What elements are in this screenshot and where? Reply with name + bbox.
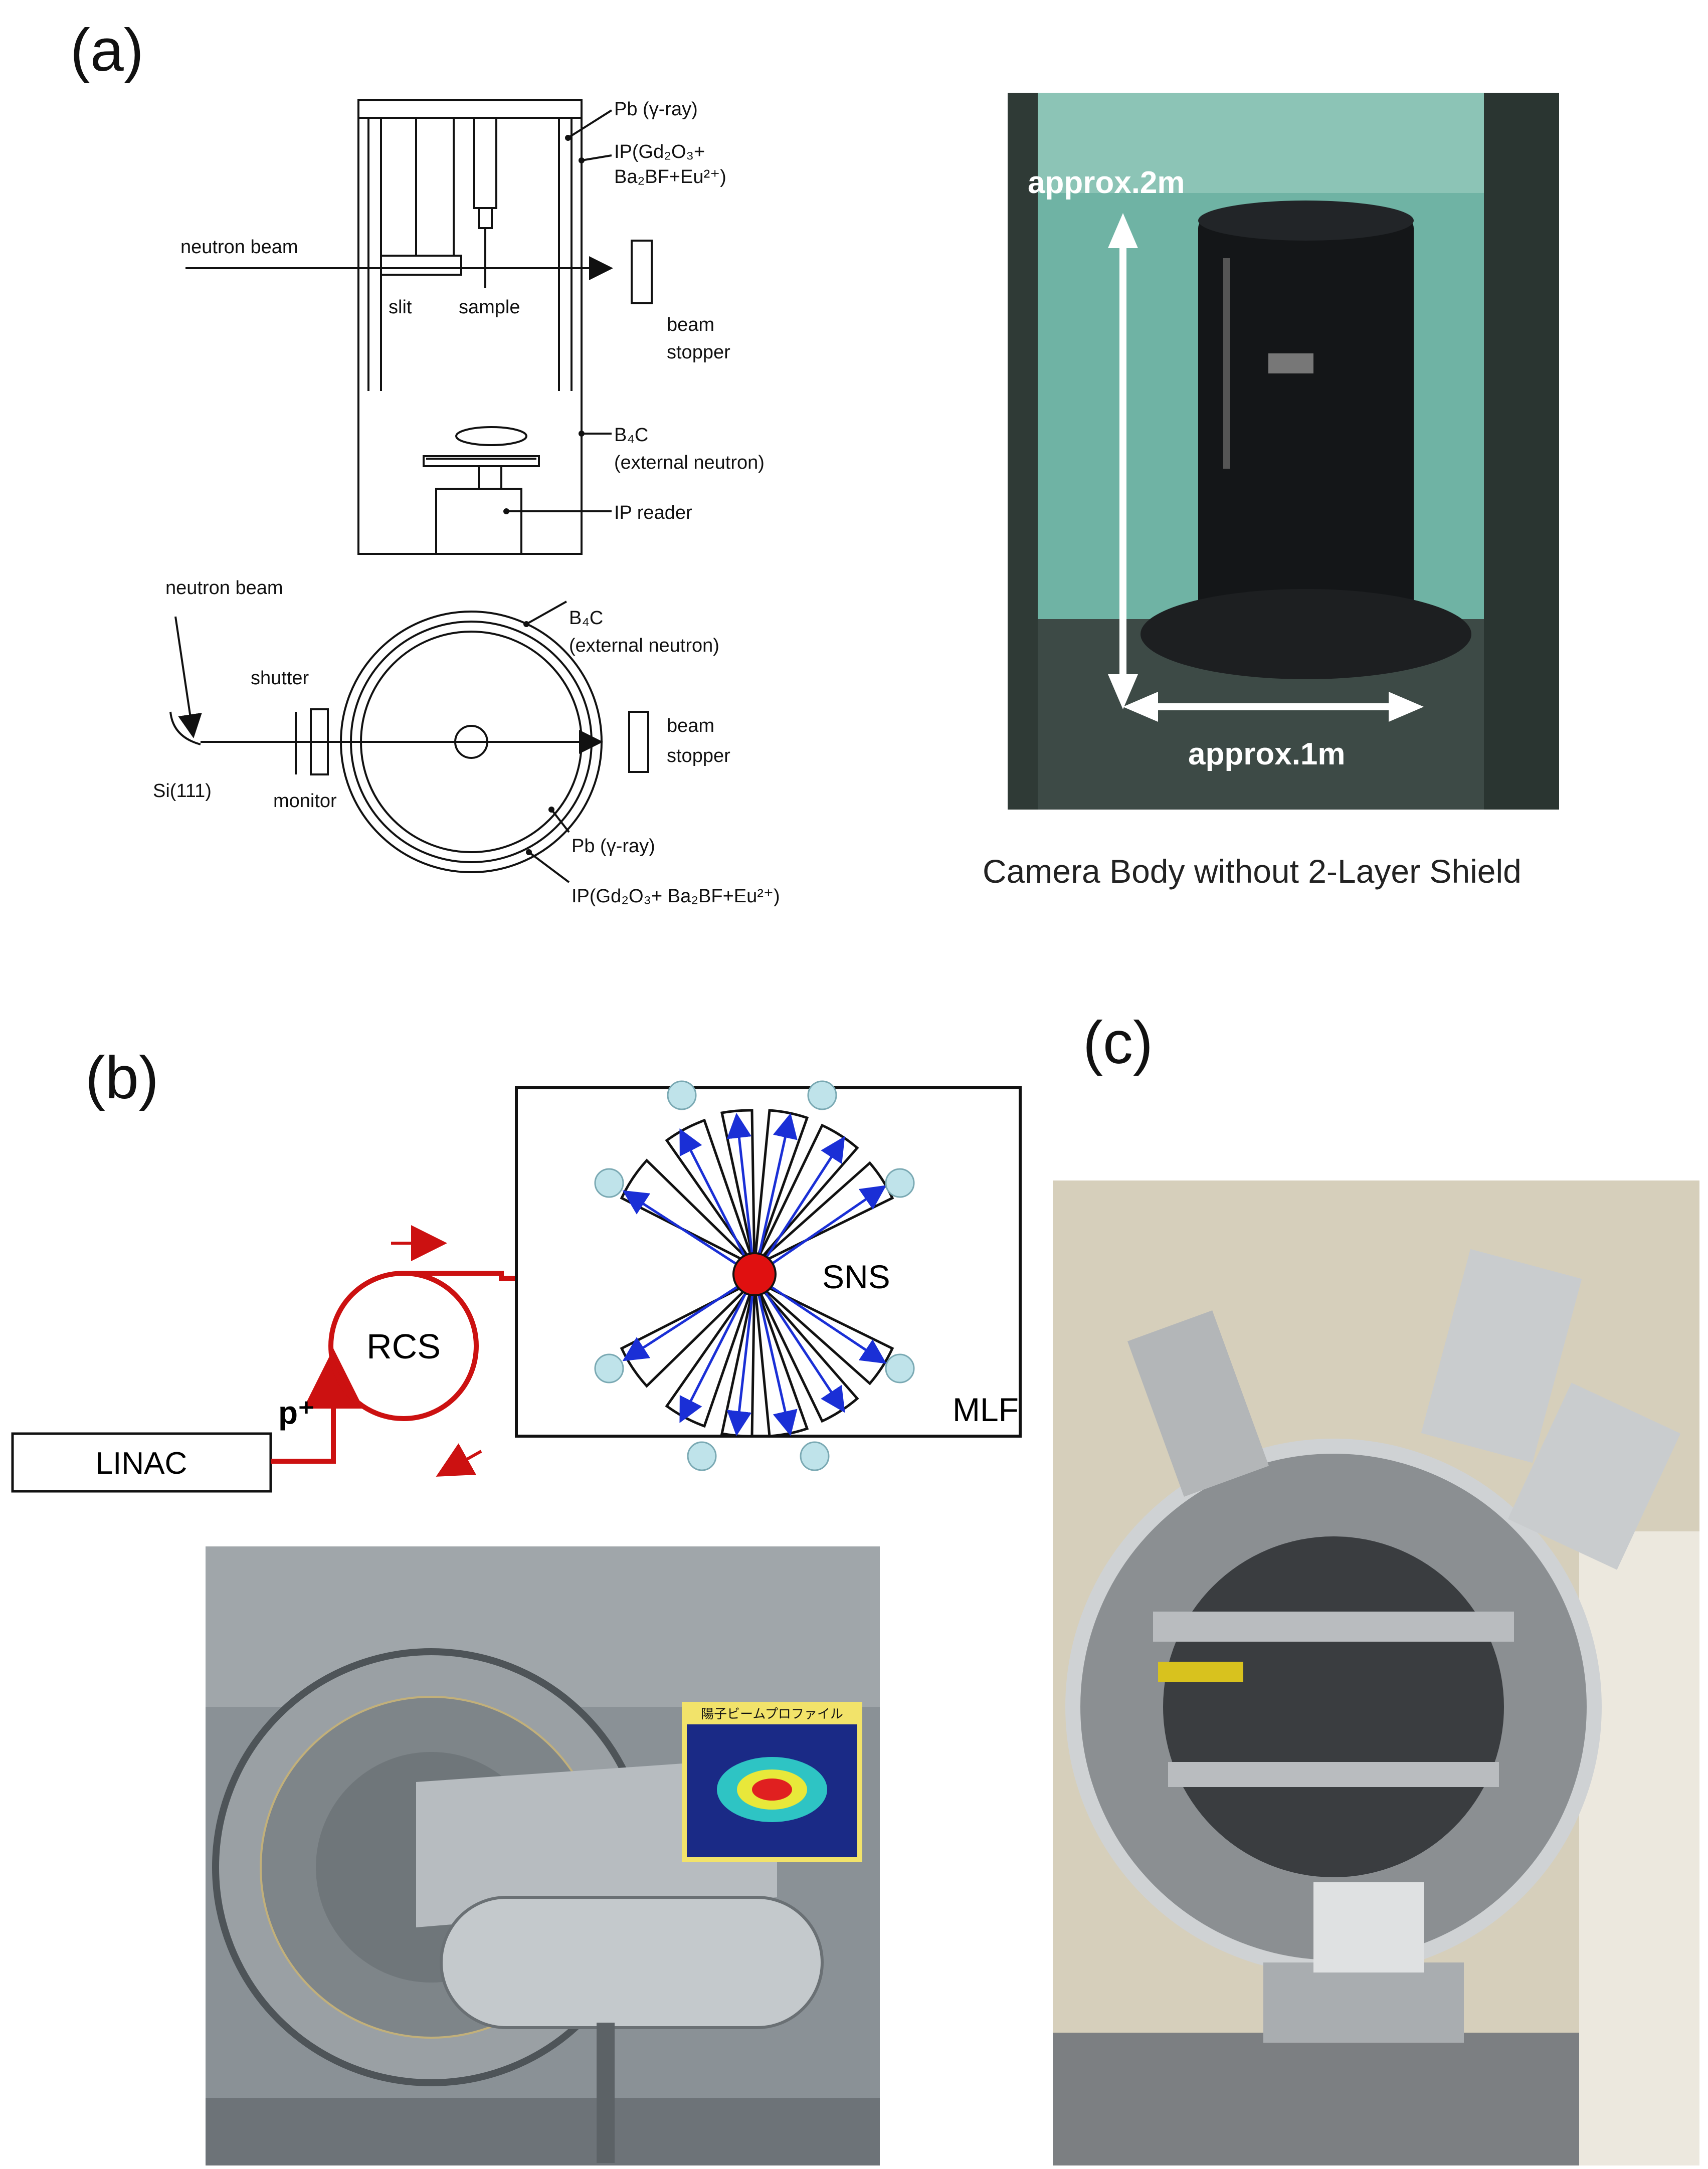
photo-diffractometer (1053, 1180, 1699, 2165)
label-sample: sample (459, 297, 520, 318)
proton-label: p⁺ (278, 1395, 315, 1431)
label-pb: Pb (γ-ray) (614, 99, 698, 120)
detector-positions (594, 1080, 915, 1471)
top-label-beam-stopper-2: stopper (667, 745, 730, 766)
panel-label-a: (a) (70, 17, 144, 84)
top-label-external-neutron: (external neutron) (569, 635, 719, 656)
top-label-b4c: B₄C (569, 608, 603, 629)
width-label: approx.1m (1188, 737, 1346, 771)
monitor (310, 708, 329, 775)
top-label-monitor: monitor (273, 791, 337, 812)
top-label-neutron-beam: neutron beam (165, 577, 283, 599)
label-neutron-beam: neutron beam (180, 237, 298, 258)
sign-text: 陽子ビームプロファイル (701, 1707, 843, 1722)
top-view (169, 601, 649, 883)
label-slit: slit (389, 297, 412, 318)
photo-camera-body: approx.2m approx.1m (1008, 93, 1559, 810)
detector-bank-1 (1421, 1249, 1582, 1463)
photo-caption: Camera Body without 2-Layer Shield (983, 853, 1522, 890)
mlf-label: MLF (953, 1391, 1019, 1428)
camera-cylinder (1198, 218, 1414, 629)
slit (380, 255, 462, 276)
linac-box (11, 1432, 272, 1493)
label-beam-stopper-1: beam (667, 314, 714, 335)
top-label-shutter: shutter (251, 668, 309, 689)
photo-target-vessel: 陽子ビームプロファイル (206, 1546, 880, 2165)
rcs-label: RCS (366, 1327, 441, 1366)
top-label-ip: IP(Gd₂O₃+ Ba₂BF+Eu²⁺) (572, 886, 780, 907)
target-vessel-body (440, 1896, 824, 2029)
ip-reader-box (435, 488, 522, 555)
target (732, 1252, 777, 1296)
label-external-neutron: (external neutron) (614, 452, 765, 473)
detector-bank-2 (1507, 1383, 1681, 1570)
label-ip-reader: IP reader (614, 502, 692, 523)
panel-label-c: (c) (1083, 1009, 1153, 1076)
diagram-b: LINAC RCS p⁺ MLF SNS (11, 1080, 1022, 1493)
top-label-beam-stopper-1: beam (667, 715, 714, 736)
top-label-pb: Pb (γ-ray) (572, 836, 655, 857)
sns-label: SNS (822, 1258, 890, 1295)
panel-label-b: (b) (85, 1044, 159, 1111)
height-label: approx.2m (1028, 165, 1185, 200)
beam-stopper (631, 240, 653, 304)
label-b4c: B₄C (614, 425, 648, 446)
detector-bank-3 (1127, 1310, 1269, 1497)
linac-label: LINAC (96, 1446, 187, 1481)
beamline-sectors (620, 1109, 894, 1438)
label-ip-2: Ba₂BF+Eu²⁺) (614, 166, 726, 187)
neutron-arrows (622, 1113, 887, 1436)
camera-enclosure (357, 99, 583, 555)
side-view (185, 99, 653, 555)
diagram-a: Pb (γ-ray) IP(Gd₂O₃+ Ba₂BF+Eu²⁺) neutron… (153, 99, 780, 907)
top-label-si111: Si(111) (153, 780, 212, 802)
label-beam-stopper-2: stopper (667, 342, 730, 363)
label-ip-1: IP(Gd₂O₃+ (614, 141, 705, 162)
